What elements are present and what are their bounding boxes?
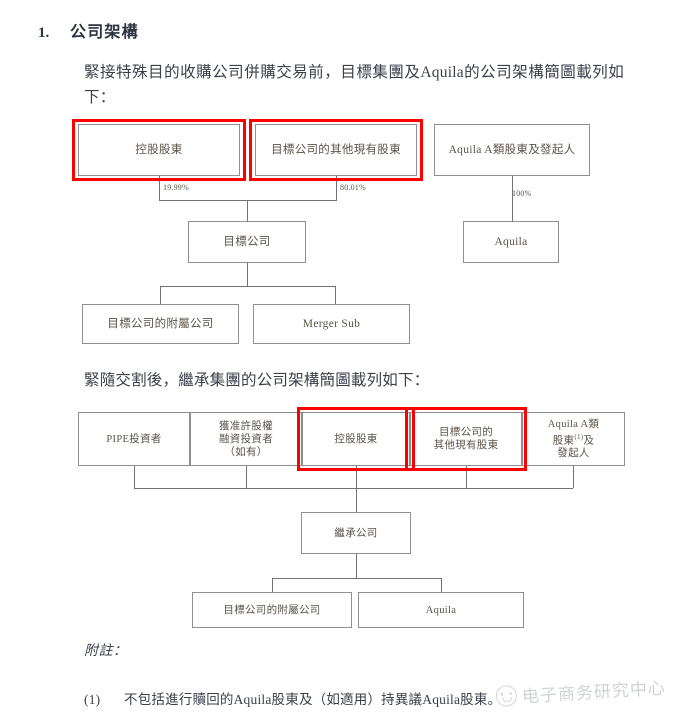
connector-successor-down-2: [356, 554, 357, 578]
connector-children-bus-1: [160, 286, 335, 287]
node-merger-sub-1: Merger Sub: [253, 304, 410, 344]
node-aquila-class-a-shareholders-1: Aquila A類股東及發起人: [434, 124, 590, 176]
connector-bus-2: [134, 488, 573, 489]
section-heading: 1. 公司架構: [38, 18, 638, 42]
node-other-existing-shareholders-1: 目標公司的其他現有股東: [255, 124, 417, 176]
connector-to-aquila-2: [441, 578, 442, 592]
pct-aquila-class-a-1: 100%: [512, 189, 532, 198]
connector-target-down-1: [247, 263, 248, 286]
connector-other-down-2: [466, 466, 467, 488]
other-existing-line1: 目標公司的: [439, 427, 493, 438]
connector-bus-to-successor-2: [356, 488, 357, 512]
highlight-controlling-shareholder-2: [297, 407, 415, 471]
aquila-class-a-line2-pre: 股東: [552, 435, 575, 447]
node-aquila-class-a-shareholders-2: Aquila A類 股東(1)及 發起人: [522, 412, 625, 466]
intro-paragraph-1: 緊接特殊目的收購公司併購交易前，目標集團及Aquila的公司架構簡圖載列如下：: [84, 64, 624, 106]
page-title: 公司架構: [70, 24, 139, 41]
footnote-ref-1: (1): [574, 432, 584, 441]
node-successor-company-2: 繼承公司: [301, 512, 411, 554]
pct-controlling-1: 19.99%: [163, 183, 189, 192]
node-pipe-investor-2: PIPE投資者: [78, 412, 190, 466]
connector-ctrl-down-1: [159, 176, 160, 200]
section-number: 1.: [38, 25, 50, 41]
connector-equity-down-2: [246, 466, 247, 488]
equity-financing-line2: 融資投資者: [219, 433, 273, 445]
highlight-other-existing-shareholders-1: [249, 119, 423, 181]
connector-to-merger-sub-1: [335, 286, 336, 304]
equity-financing-line1: 獲准許股權: [219, 420, 273, 432]
node-other-existing-shareholders-2: 目標公司的 其他現有股東: [410, 412, 522, 466]
highlight-other-existing-shareholders-2: [405, 407, 527, 471]
connector-pipe-down-2: [134, 466, 135, 488]
aquila-class-a-line2-post: 及: [583, 435, 595, 447]
connector-aquila-a-to-aquila-1: [512, 176, 513, 221]
node-controlling-shareholder-2: 控股股東: [302, 412, 410, 466]
node-controlling-shareholder-1: 控股股東: [78, 124, 240, 176]
watermark-text: 电子商务研究中心: [521, 678, 667, 708]
connector-children-bus-2: [272, 578, 441, 579]
node-aquila-1: Aquila: [463, 221, 559, 263]
pct-other-existing-1: 80.01%: [340, 183, 366, 192]
connector-aquila-a-down-2: [573, 466, 574, 488]
node-aquila-2: Aquila: [358, 592, 524, 628]
aquila-class-a-line1: Aquila A類: [547, 418, 600, 430]
intro-paragraph-2: 緊隨交割後，繼承集團的公司架構簡圖載列如下：: [84, 372, 430, 389]
connector-ctrl-down-2: [356, 466, 357, 488]
connector-to-subsidiary-1: [160, 286, 161, 304]
node-target-company-1: 目標公司: [188, 221, 306, 263]
node-equity-financing-investor-2: 獲准許股權 融資投資者 （如有）: [190, 412, 302, 466]
notes-label: 附註：: [84, 644, 128, 659]
connector-bus-to-target-1: [247, 200, 248, 221]
note-text-1: 不包括進行贖回的Aquila股東及（如適用）持異議Aquila股東。: [124, 692, 502, 707]
aquila-class-a-line2: 股東(1)及: [553, 431, 594, 448]
smiley-mouth: [501, 696, 512, 703]
other-existing-line2: 其他現有股東: [433, 440, 499, 451]
connector-to-subsidiary-2: [272, 578, 273, 592]
note-item-1: (1) 不包括進行贖回的Aquila股東及（如適用）持異議Aquila股東。: [84, 688, 644, 708]
equity-financing-line3: （如有）: [224, 446, 268, 458]
aquila-class-a-line3: 發起人: [557, 448, 590, 460]
node-target-subsidiary-2: 目標公司的附屬公司: [192, 592, 352, 628]
connector-bus-1: [159, 200, 337, 201]
node-target-subsidiary-1: 目標公司的附屬公司: [82, 304, 239, 344]
smiley-circle-logo-icon: [495, 684, 518, 707]
connector-other-down-1: [336, 176, 337, 200]
highlight-controlling-shareholder-1: [72, 119, 246, 181]
note-marker-1: (1): [84, 692, 101, 707]
